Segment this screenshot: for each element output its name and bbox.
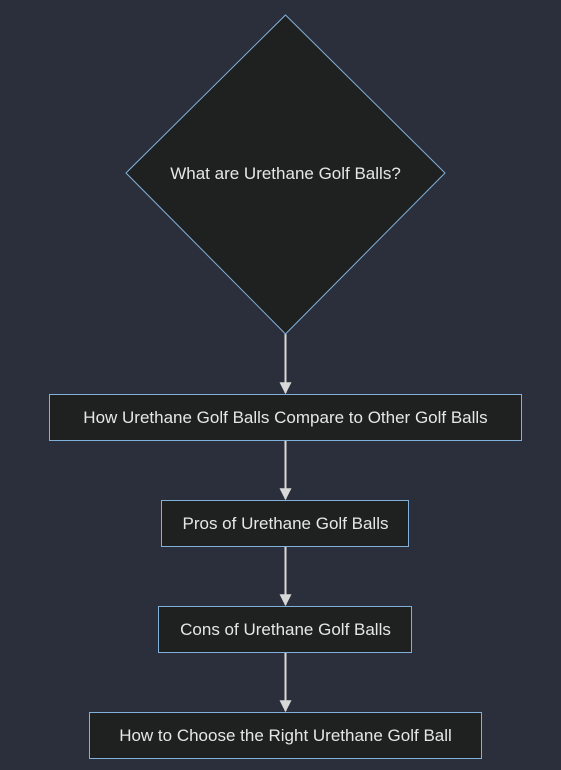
process-node-compare: How Urethane Golf Balls Compare to Other… <box>49 394 522 441</box>
process-node-cons: Cons of Urethane Golf Balls <box>158 606 412 653</box>
decision-node-what-are-urethane: What are Urethane Golf Balls? <box>125 14 446 335</box>
decision-node-label: What are Urethane Golf Balls? <box>170 164 401 183</box>
process-node-pros: Pros of Urethane Golf Balls <box>161 500 409 547</box>
process-node-compare-box <box>49 394 522 441</box>
process-node-pros-label: Pros of Urethane Golf Balls <box>183 514 389 533</box>
process-node-compare-label: How Urethane Golf Balls Compare to Other… <box>83 408 487 427</box>
process-node-choose: How to Choose the Right Urethane Golf Ba… <box>89 712 482 759</box>
process-node-choose-box <box>89 712 482 759</box>
process-node-cons-label: Cons of Urethane Golf Balls <box>180 620 391 639</box>
process-node-cons-box <box>158 606 412 653</box>
decision-diamond-shape <box>125 14 446 335</box>
process-node-choose-label: How to Choose the Right Urethane Golf Ba… <box>119 726 452 745</box>
process-node-pros-box <box>161 500 409 547</box>
